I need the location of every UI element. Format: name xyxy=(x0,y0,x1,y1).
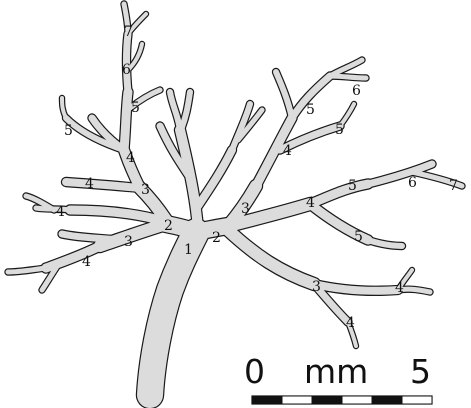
label-right-mid: 4 xyxy=(306,195,315,211)
branch-top-stem xyxy=(124,92,128,150)
scale-bar-segment xyxy=(372,396,402,404)
branch-central-up-right xyxy=(198,150,232,206)
scale-bar-segment xyxy=(402,396,432,404)
label-left-lower-tip: 4 xyxy=(82,254,91,270)
label-trunk: 1 xyxy=(184,242,193,258)
label-top-c: 7 xyxy=(124,24,133,40)
label-right-up-c: 5 xyxy=(335,122,344,138)
label-right-up-a: 4 xyxy=(283,143,292,159)
label-right-mid-d: 5 xyxy=(354,229,363,245)
label-left-upper-tip: 4 xyxy=(56,204,65,220)
branch-right-up-c xyxy=(276,72,292,118)
branch-right-up-a3 xyxy=(330,76,366,78)
tree-branches xyxy=(8,4,462,395)
label-right-mid-c: 7 xyxy=(449,178,458,194)
label-upper-left-a: 4 xyxy=(126,150,135,166)
label-right-up: 3 xyxy=(241,201,250,217)
scale-bar-segment xyxy=(252,396,282,404)
scale-bar-segment xyxy=(342,396,372,404)
label-fork-right: 2 xyxy=(212,230,221,246)
label-left-mid: 3 xyxy=(141,182,150,198)
scale-bar: 0 mm 5 xyxy=(244,352,432,404)
label-right-mid-a: 5 xyxy=(348,178,357,194)
branch-left-lower-ext xyxy=(46,246,100,268)
scale-bar-segment xyxy=(282,396,312,404)
scale-label-unit: mm xyxy=(304,352,368,391)
scale-bar-segments xyxy=(252,396,432,404)
label-top-a: 5 xyxy=(131,100,140,116)
label-fork-left: 2 xyxy=(164,218,173,234)
label-top-b: 6 xyxy=(122,62,131,78)
label-right-up-d: 6 xyxy=(352,83,361,99)
label-right-low-a: 4 xyxy=(395,280,404,296)
label-left-lower: 3 xyxy=(124,234,133,250)
scale-label-end: 5 xyxy=(410,352,431,391)
label-right-mid-b: 6 xyxy=(408,175,417,191)
label-right-low-b: 4 xyxy=(346,315,355,331)
scale-bar-segment xyxy=(312,396,342,404)
branch-right-low xyxy=(228,230,314,284)
label-upper-left-b: 5 xyxy=(64,123,73,139)
scale-label-start: 0 xyxy=(244,352,265,391)
label-left-mid-tip: 4 xyxy=(85,176,94,192)
label-right-low: 3 xyxy=(312,279,321,295)
label-right-up-b: 5 xyxy=(306,102,315,118)
